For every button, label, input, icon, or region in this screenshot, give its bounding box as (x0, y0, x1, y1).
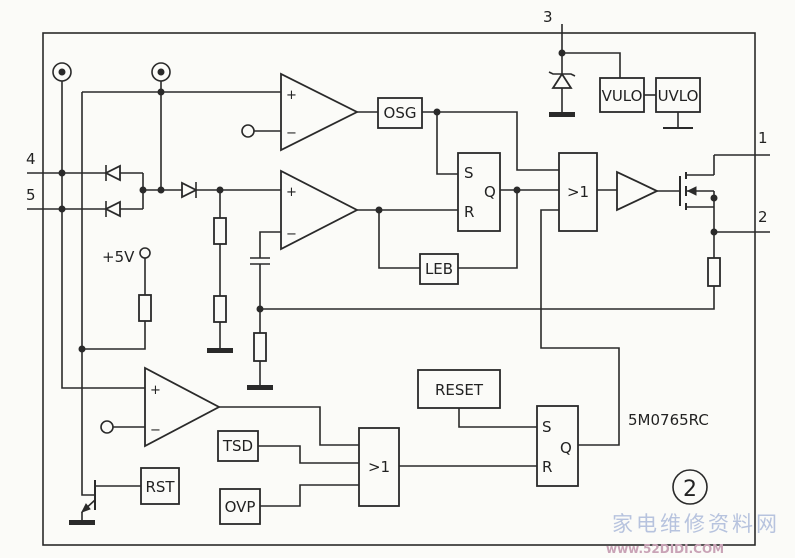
zener-diode (548, 71, 576, 89)
opamp-mid (280, 169, 359, 251)
opamp-top-plus: + (286, 88, 297, 103)
wire-sense-to-drain (260, 286, 715, 310)
diode-pin4 (103, 164, 121, 182)
ground-div (207, 348, 233, 353)
opamp-mid-minus: − (286, 227, 297, 242)
osg-block (377, 97, 423, 129)
or2-label: >1 (368, 458, 390, 476)
pin-4-label: 4 (26, 150, 36, 168)
pin-1-label: 1 (758, 129, 768, 147)
power-mosfet (679, 155, 715, 232)
rst-block (140, 467, 180, 505)
chip-label: 5M0765RC (628, 411, 709, 429)
or-gate-2 (358, 427, 400, 507)
opamp-top (280, 72, 360, 152)
ground-zener (549, 112, 575, 117)
uvlo-label: UVLO (658, 87, 699, 105)
tsd-label: TSD (222, 437, 253, 455)
ff2-s: S (542, 418, 552, 436)
ff2-r: R (542, 458, 552, 476)
wire-osg-s (436, 112, 458, 175)
watermark-url: www.52DIDI.COM (606, 542, 724, 556)
pin-5-label: 5 (26, 186, 36, 204)
ovp-label: OVP (225, 498, 256, 516)
ref-terminal-top (241, 124, 255, 138)
resistor-sense (253, 332, 267, 362)
wire-left-bus (61, 81, 145, 389)
leb-block (419, 253, 459, 285)
ref-terminal-bottom (100, 420, 114, 434)
reset-block (417, 369, 501, 409)
sr-latch-1 (457, 152, 501, 232)
or-gate-1 (558, 152, 598, 232)
vulo-label: VULO (602, 87, 643, 105)
opamp-bottom-minus: − (150, 423, 161, 438)
or1-label: >1 (567, 183, 589, 201)
wire-5v-res (82, 320, 146, 350)
wire-osg-or (422, 111, 559, 171)
ic-outline (42, 32, 756, 546)
supply-label: +5V (102, 248, 135, 266)
resistor-div2 (213, 295, 227, 323)
wire-leb-out (458, 190, 518, 269)
test-point-left (52, 62, 72, 82)
leb-label: LEB (425, 260, 453, 278)
ff1-q: Q (484, 183, 496, 201)
opamp-bottom (144, 366, 221, 448)
ground-transistor (69, 520, 95, 525)
resistor-5v (138, 294, 152, 322)
resistor-source (707, 257, 721, 287)
reset-label: RESET (435, 381, 484, 399)
osg-label: OSG (384, 104, 417, 122)
ground-sense (247, 385, 273, 390)
wire-reset-s (458, 408, 537, 428)
sr-latch-2 (536, 405, 579, 487)
test-point-right (151, 62, 171, 82)
reset-transistor (80, 480, 141, 520)
rst-label: RST (145, 478, 175, 496)
pin-2-label: 2 (758, 208, 768, 226)
watermark-text: 家电维修资料网 (612, 512, 780, 536)
uvlo-block (655, 77, 701, 113)
wire-mid-minus (259, 231, 281, 258)
wire-ff2-to-or1 (540, 209, 620, 446)
ff2-q: Q (560, 439, 572, 457)
opamp-mid-plus: + (286, 185, 297, 200)
wire-opamp3-or2 (219, 406, 359, 446)
ovp-block (219, 488, 261, 525)
wire-tsd-or2 (258, 445, 359, 464)
opamp-top-minus: − (286, 126, 297, 141)
tsd-block (217, 430, 259, 462)
gate-driver (616, 170, 660, 212)
figure-number: 2 (683, 477, 697, 502)
wire-to-leb (378, 210, 420, 269)
ff1-s: S (464, 164, 474, 182)
wire-to-transistor (81, 349, 95, 496)
pin-3-label: 3 (543, 8, 553, 26)
diode-series (181, 181, 199, 199)
wire-pin3-vulo (562, 52, 621, 78)
diode-pin5 (103, 200, 121, 218)
ff1-r: R (464, 203, 474, 221)
wire-ovp-or2 (260, 484, 359, 507)
opamp-bottom-plus: + (150, 383, 161, 398)
resistor-div1 (213, 217, 227, 245)
figure-number-circle (672, 469, 708, 505)
supply-terminal (139, 247, 151, 259)
